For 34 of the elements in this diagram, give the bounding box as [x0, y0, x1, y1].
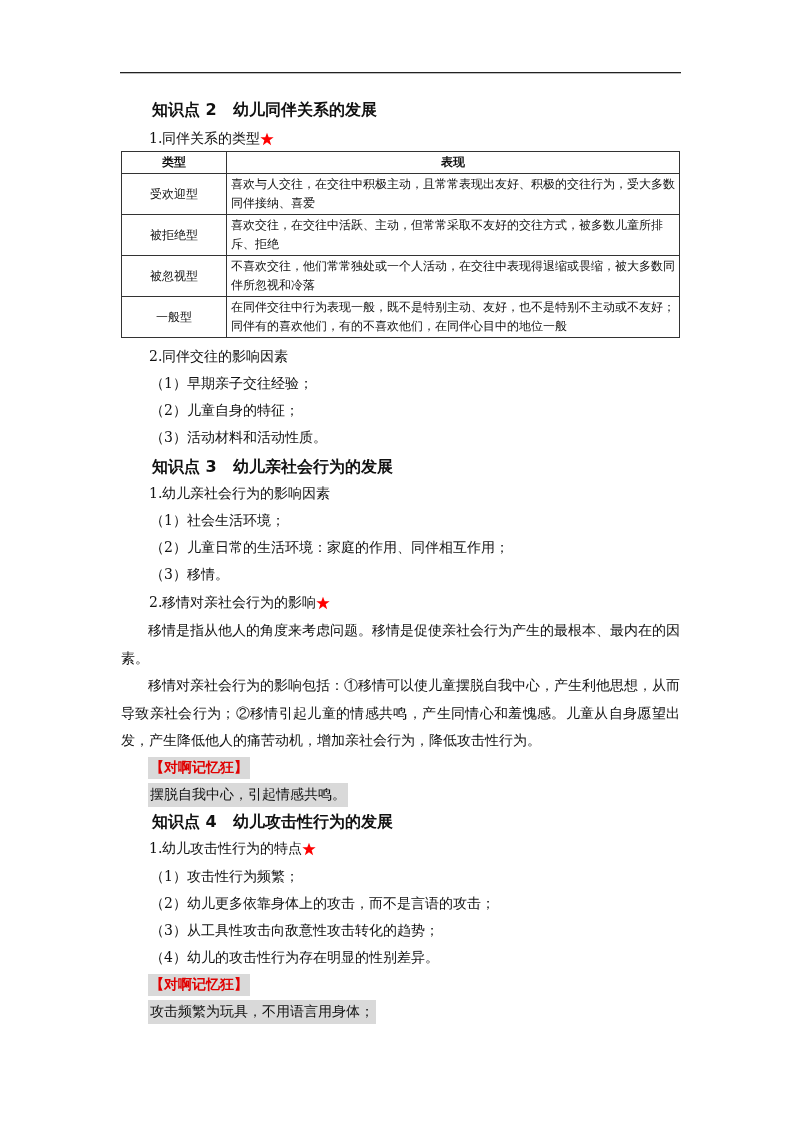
table-cell: 喜欢交往，在交往中活跃、主动，但常常采取不友好的交往方式，被多数儿童所排斥、拒绝	[226, 214, 680, 256]
paragraph: 移情对亲社会行为的影响包括：①移情可以使儿童摆脱自我中心，产生利他思想，从而导致亲社会行为；②移情引起儿童的情感共鸣，产生同情心和羞愧感。儿童从自身愿望出发，产生降低他人的痛苦动机，增加亲社会行为，降低攻击性行为。	[121, 676, 680, 750]
subheading: 1.幼儿攻击性行为的特点	[149, 840, 303, 858]
table-cell: 不喜欢交往，他们常常独处或一个人活动，在交往中表现得退缩或畏缩，被大多数同伴所忽视和冷落	[226, 255, 680, 297]
table-header-cell: 类型	[121, 151, 227, 174]
list-item: （2）幼儿更多依靠身体上的攻击，而不是言语的攻击；	[150, 895, 495, 913]
section-heading: 知识点 3 幼儿亲社会行为的发展	[152, 456, 393, 478]
list-item: （2）儿童自身的特征；	[150, 402, 299, 420]
list-item: （3）活动材料和活动性质。	[150, 429, 327, 447]
table-cell: 被忽视型	[121, 255, 227, 297]
list-item: （2）儿童日常的生活环境：家庭的作用、同伴相互作用；	[150, 539, 509, 557]
memo-tag: 【对啊记忆狂】	[148, 974, 250, 996]
subheading: 1.同伴关系的类型	[149, 130, 261, 148]
paragraph: 移情是指从他人的角度来考虑问题。移情是促使亲社会行为产生的最根本、最内在的因素。	[121, 621, 680, 668]
subheading: 2.移情对亲社会行为的影响	[149, 594, 317, 612]
highlighted-note: 攻击频繁为玩具，不用语言用身体；	[148, 1000, 376, 1024]
list-item: （1）早期亲子交往经验；	[150, 375, 313, 393]
table-cell: 受欢迎型	[121, 173, 227, 215]
section-heading: 知识点 2 幼儿同伴关系的发展	[152, 99, 377, 121]
table-cell: 一般型	[121, 296, 227, 338]
table-cell: 被拒绝型	[121, 214, 227, 256]
table-cell: 喜欢与人交往，在交往中积极主动，且常常表现出友好、积极的交往行为，受大多数同伴接纳、喜爱	[226, 173, 680, 215]
list-item: （3）从工具性攻击向敌意性攻击转化的趋势；	[150, 922, 439, 940]
table-cell: 在同伴交往中行为表现一般，既不是特别主动、友好，也不是特别不主动或不友好；同伴有的喜欢他们，有的不喜欢他们，在同伴心目中的地位一般	[226, 296, 680, 338]
table-header-cell: 表现	[226, 151, 680, 174]
memo-tag: 【对啊记忆狂】	[148, 757, 250, 779]
subheading: 2.同伴交往的影响因素	[149, 348, 289, 366]
list-item: （4）幼儿的攻击性行为存在明显的性别差异。	[150, 949, 439, 967]
section-heading: 知识点 4 幼儿攻击性行为的发展	[152, 811, 393, 833]
list-item: （1）攻击性行为频繁；	[150, 868, 299, 886]
subheading: 1.幼儿亲社会行为的影响因素	[149, 485, 331, 503]
highlighted-note: 摆脱自我中心，引起情感共鸣。	[148, 783, 348, 807]
list-item: （3）移情。	[150, 566, 229, 584]
list-item: （1）社会生活环境；	[150, 512, 285, 530]
